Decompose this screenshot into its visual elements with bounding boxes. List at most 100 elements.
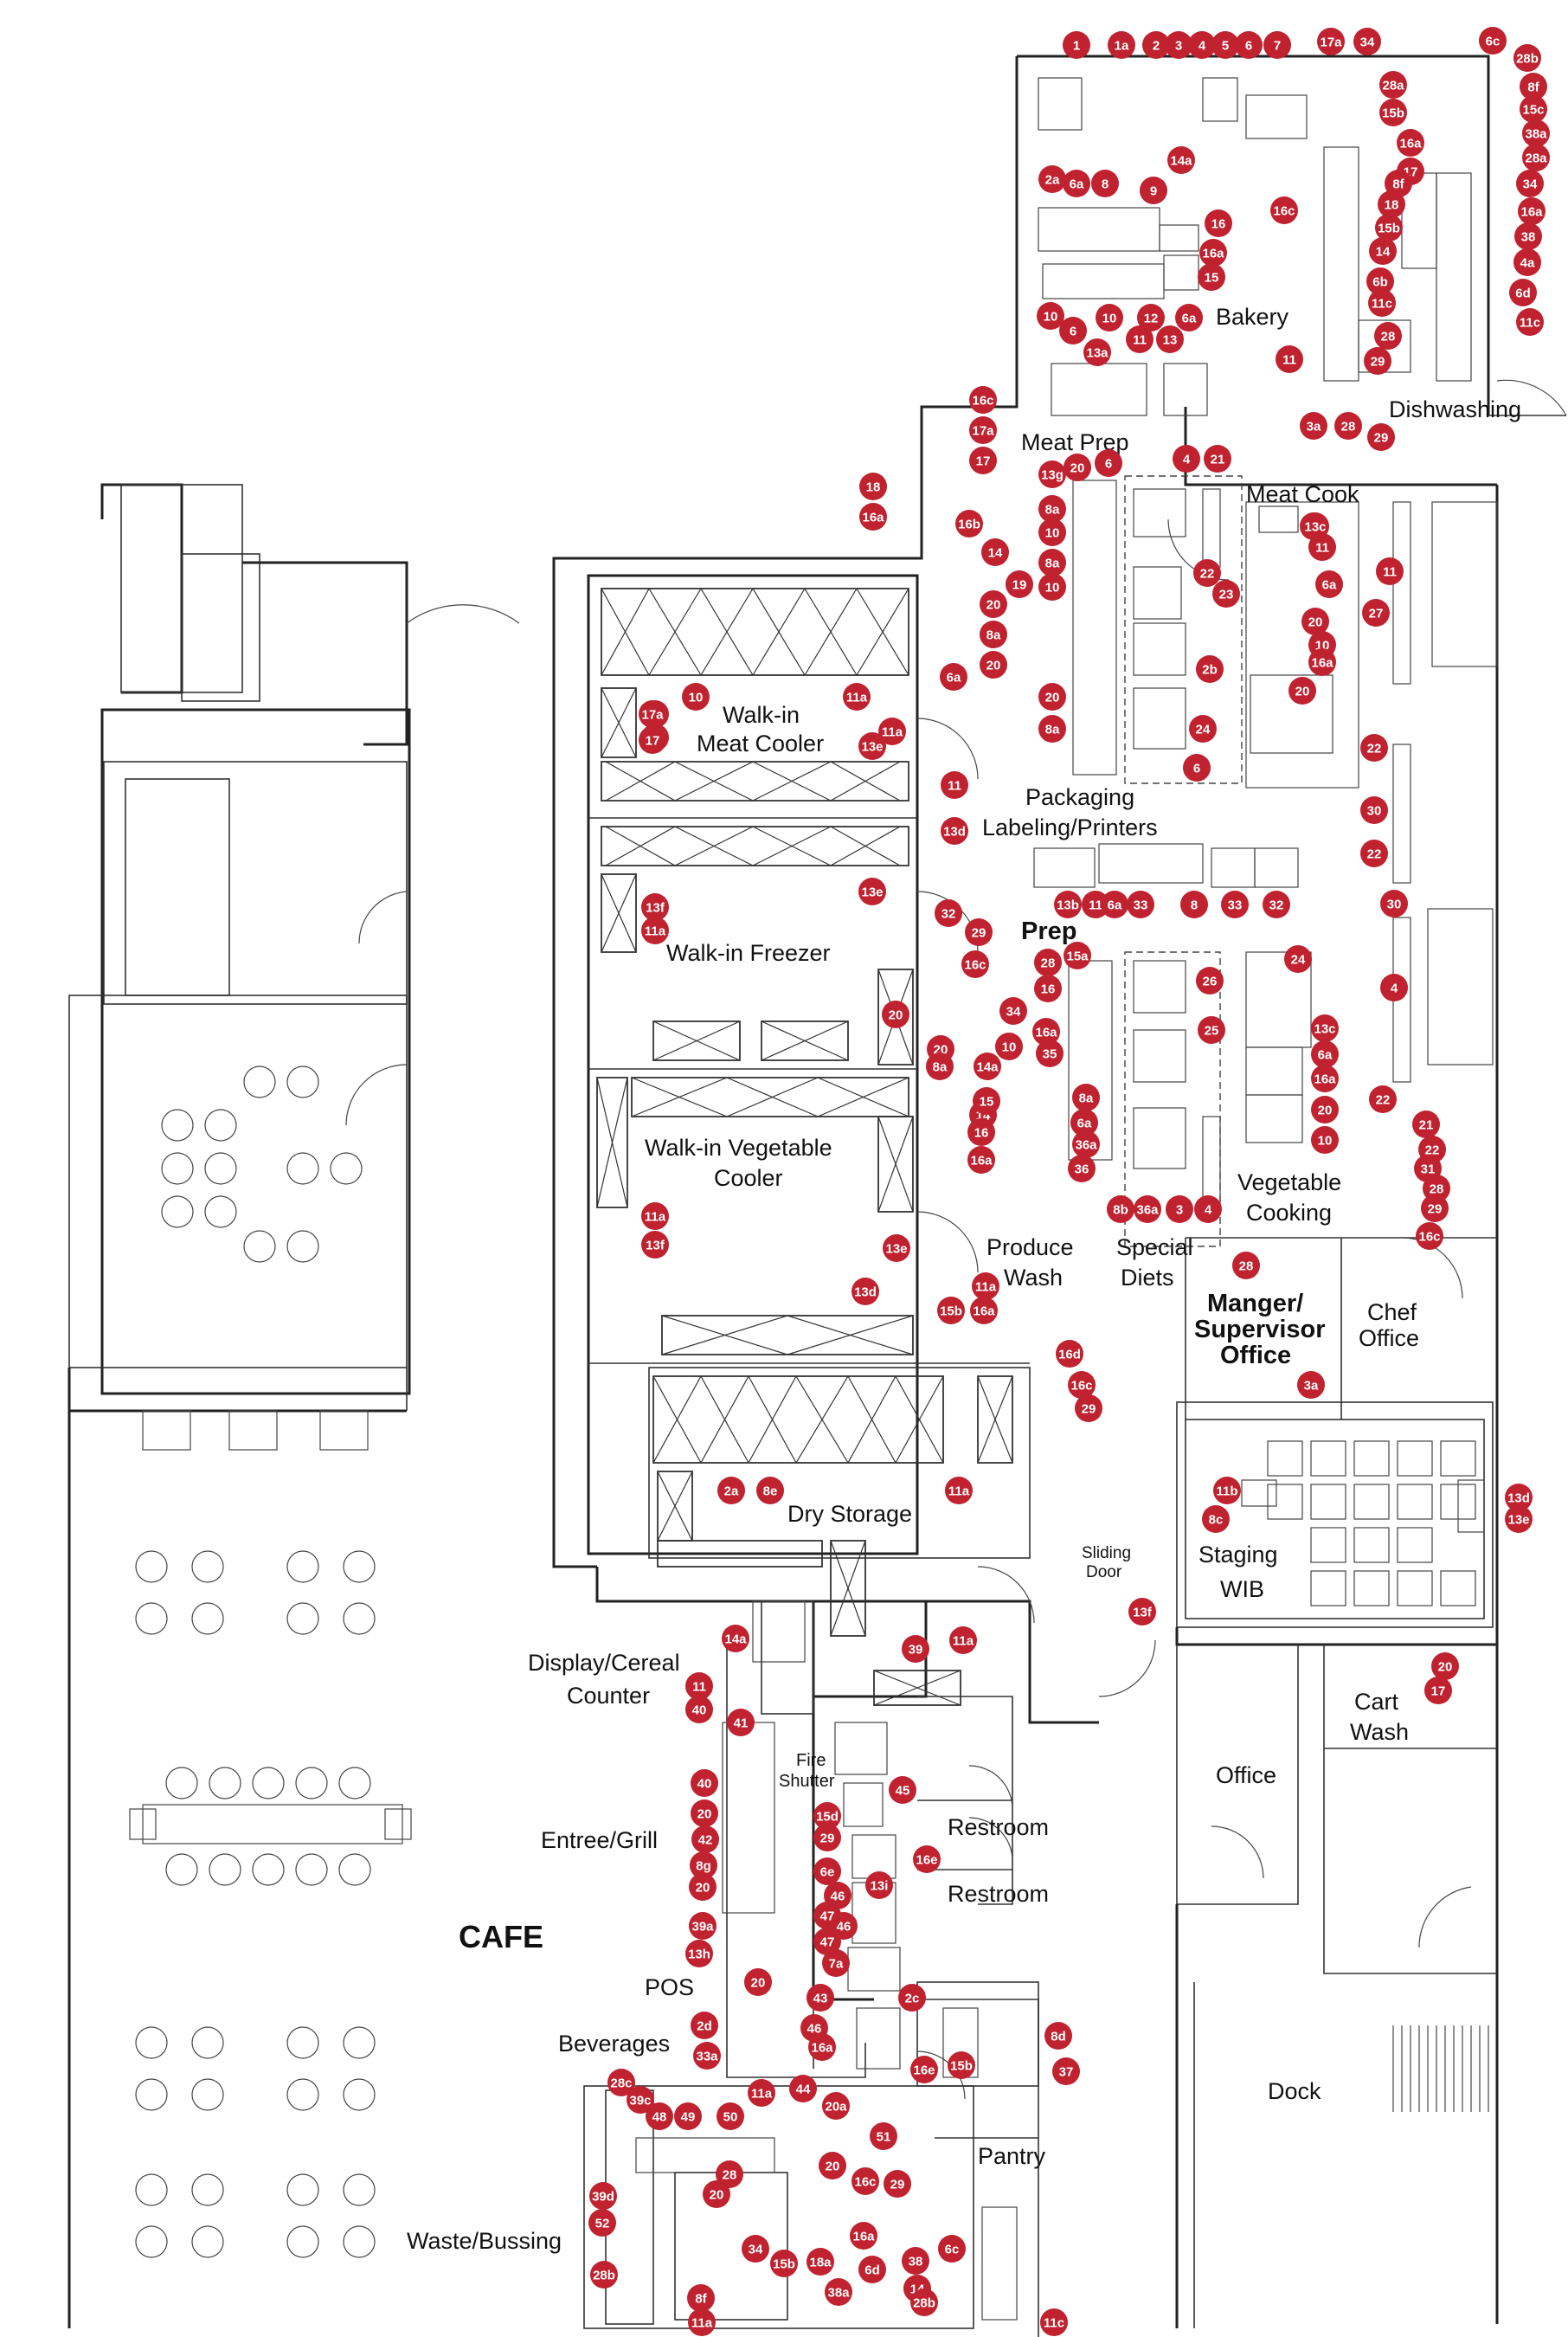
tag-label: 16a [1202, 247, 1224, 261]
equipment-tag: 28 [1374, 322, 1402, 350]
equipment-tag: 15b [770, 2250, 798, 2277]
dock-stairs [1392, 2025, 1489, 2112]
tag-marker [1038, 549, 1066, 576]
equipment-tag: 23 [1212, 580, 1240, 608]
equipment-tag: 8 [1180, 891, 1208, 918]
equipment-tag: 8g [690, 1851, 717, 1879]
equipment-tag: 11c [1040, 2308, 1068, 2336]
tag-marker [682, 683, 710, 711]
tag-label: 16c [972, 394, 993, 409]
tag-label: 23 [1219, 588, 1234, 602]
tag-marker [1193, 559, 1221, 587]
label-entree-grill: Entree/Grill [541, 1827, 658, 1853]
tag-marker [865, 1871, 893, 1899]
equipment-tag: 6 [1095, 449, 1122, 477]
equipment-tag: 8a [1038, 549, 1066, 576]
equipment-tag: 34 [999, 997, 1027, 1025]
equipment-tag: 28a [1522, 144, 1550, 171]
equipment-tag: 33a [693, 2042, 721, 2070]
tag-label: 11a [975, 1280, 997, 1295]
equipment-tag: 6a [940, 663, 967, 691]
equipment-tag: 13d [941, 817, 968, 845]
tag-marker [910, 2289, 938, 2316]
dry-storage-shelving [652, 1375, 1013, 1706]
tag-marker [1366, 267, 1394, 295]
equipment-tag: 16c [961, 950, 989, 978]
tag-label: 16c [1070, 1379, 1092, 1394]
tag-label: 28 [1341, 420, 1356, 435]
tag-marker [969, 386, 997, 414]
tag-label: 6a [1318, 1048, 1333, 1063]
equipment-tag: 12 [1137, 304, 1165, 332]
tag-label: 6a [947, 671, 961, 686]
tag-marker [967, 1118, 995, 1146]
tag-marker [813, 1802, 841, 1830]
equipment-tag: 48 [646, 2102, 673, 2130]
tag-marker [789, 2075, 817, 2102]
tag-label: 34 [1006, 1005, 1021, 1020]
tag-marker [1380, 974, 1408, 1001]
tag-label: 13d [854, 1285, 877, 1300]
equipment-tag: 20 [1288, 677, 1316, 705]
tag-marker [1311, 1126, 1339, 1154]
tag-label: 28b [593, 2269, 615, 2283]
tag-label: 10 [1002, 1040, 1017, 1055]
tag-marker [935, 899, 962, 927]
tag-marker [641, 917, 669, 944]
tag-marker [685, 1940, 713, 1967]
tag-label: 8f [1527, 80, 1539, 95]
tag-marker [1101, 891, 1128, 918]
equipment-tag: 11 [1276, 345, 1303, 373]
tag-marker [590, 2261, 618, 2289]
tag-marker [1095, 449, 1122, 477]
tag-marker [1353, 28, 1381, 55]
tag-label: 11c [1520, 316, 1540, 331]
tag-marker [748, 2079, 775, 2107]
equipment-tag: 16e [910, 2056, 938, 2083]
tag-marker [641, 1231, 669, 1259]
equipment-tag: 16a [1518, 197, 1546, 225]
tag-label: 3 [1176, 1203, 1183, 1218]
tag-label: 38 [1521, 230, 1536, 245]
tag-label: 33 [1134, 898, 1148, 913]
equipment-tag: 16a [967, 1146, 995, 1174]
tag-label: 17a [641, 708, 664, 723]
equipment-tag: 16d [1056, 1340, 1083, 1368]
tag-marker [685, 1696, 713, 1723]
equipment-tag: 16a [1308, 648, 1336, 676]
equipment-tag: 43 [806, 1984, 834, 2012]
tag-label: 20 [1070, 461, 1085, 476]
equipment-tag: 29 [1364, 347, 1391, 375]
walkin-meat-shelving [601, 588, 909, 802]
tag-marker [970, 1297, 998, 1324]
equipment-tag: 13e [858, 878, 886, 905]
equipment-tag: 30 [1380, 890, 1408, 917]
tag-label: 6 [1193, 762, 1200, 776]
tag-label: 16 [974, 1126, 989, 1141]
equipment-tag: 22 [1193, 559, 1221, 587]
equipment-tag: 6d [858, 2256, 886, 2283]
tag-label: 6b [1372, 275, 1388, 290]
tag-marker [1378, 190, 1405, 218]
tag-label: 22 [1367, 742, 1382, 756]
tag-marker [1165, 31, 1192, 59]
tag-label: 24 [1196, 723, 1211, 737]
tag-marker [1505, 1505, 1533, 1533]
equipment-tag: 2a [1038, 165, 1066, 193]
tag-marker [1221, 891, 1249, 918]
equipment-tag: 16 [1205, 209, 1232, 237]
equipment-tag: 11a [641, 917, 669, 944]
equipment-tag: 28a [1379, 71, 1407, 99]
equipment-tag: 17 [1424, 1677, 1452, 1704]
tag-marker [1038, 165, 1066, 193]
tag-label: 20 [986, 598, 1001, 613]
equipment-tag: 8a [1072, 1084, 1100, 1111]
equipment-tag: 13f [641, 893, 669, 921]
equipment-tag: 28b [590, 2261, 618, 2289]
tag-marker [1380, 890, 1408, 917]
equipment-tag: 1 [1063, 31, 1090, 59]
tag-marker [1375, 214, 1403, 241]
equipment-tag: 5 [1211, 31, 1239, 59]
tag-label: 13d [943, 825, 966, 840]
